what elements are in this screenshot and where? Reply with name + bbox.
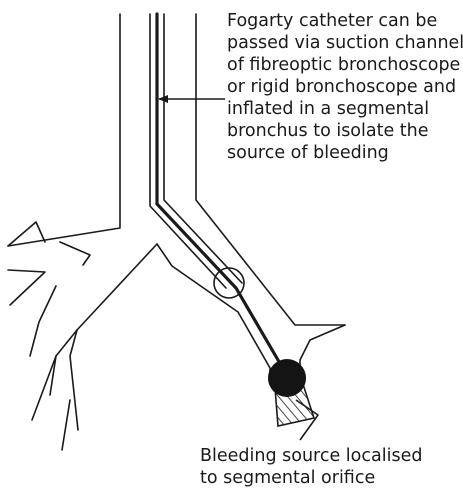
bronchoscope-left-wall bbox=[150, 14, 226, 288]
catheter-annotation-line: inflated in a segmental bbox=[227, 98, 463, 120]
left-branch-bottom bbox=[30, 286, 56, 356]
catheter-annotation-line: Fogarty catheter can be bbox=[227, 10, 463, 32]
catheter-annotation-line: or rigid bronchoscope and bbox=[227, 76, 463, 98]
left-branch-mid bbox=[60, 242, 90, 265]
left-branch-lower bbox=[8, 270, 45, 305]
trachea-left-wall bbox=[8, 14, 120, 246]
left-lower-wall-inner bbox=[70, 330, 78, 430]
catheter-annotation-line: passed via suction channel bbox=[227, 32, 463, 54]
bleeding-annotation-line: to segmental orifice bbox=[200, 467, 422, 489]
inflated-balloon bbox=[268, 359, 306, 397]
catheter-annotation: Fogarty catheter can be passed via sucti… bbox=[227, 10, 463, 164]
catheter-annotation-line: bronchus to isolate the bbox=[227, 120, 463, 142]
right-bronchus-right-wall bbox=[300, 325, 345, 375]
bleeding-annotation-line: Bleeding source localised bbox=[200, 445, 422, 467]
catheter-annotation-line: source of bleeding bbox=[227, 142, 463, 164]
catheter-annotation-line: of fibreoptic bronchoscope bbox=[227, 54, 463, 76]
left-bottom-branch bbox=[62, 400, 70, 450]
bleeding-annotation: Bleeding source localised to segmental o… bbox=[200, 445, 422, 489]
